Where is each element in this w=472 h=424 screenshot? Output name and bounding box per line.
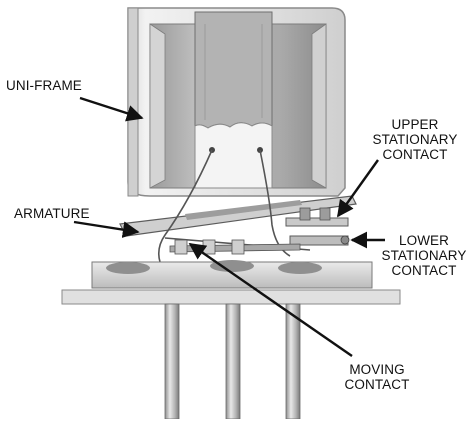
moving-contact-arrow bbox=[188, 243, 353, 357]
moving-contact bbox=[169, 239, 301, 255]
upper-stationary-contact-label: UPPER STATIONARY CONTACT bbox=[372, 117, 458, 162]
lower-stationary-contact bbox=[289, 235, 350, 246]
lower-stationary-contact-label: LOWER STATIONARY CONTACT bbox=[381, 233, 467, 278]
uni-frame-label: UNI-FRAME bbox=[6, 78, 82, 93]
uniframe-arrow bbox=[79, 96, 144, 122]
coil bbox=[194, 11, 273, 189]
armature-arrow bbox=[73, 220, 140, 238]
terminal-pins bbox=[164, 303, 301, 420]
moving-contact-label: MOVING CONTACT bbox=[344, 362, 410, 392]
armature-label: ARMATURE bbox=[14, 206, 90, 221]
upper-contact-arrow bbox=[337, 159, 379, 218]
upper-stationary-contact bbox=[285, 207, 349, 227]
base-plate bbox=[61, 260, 401, 305]
